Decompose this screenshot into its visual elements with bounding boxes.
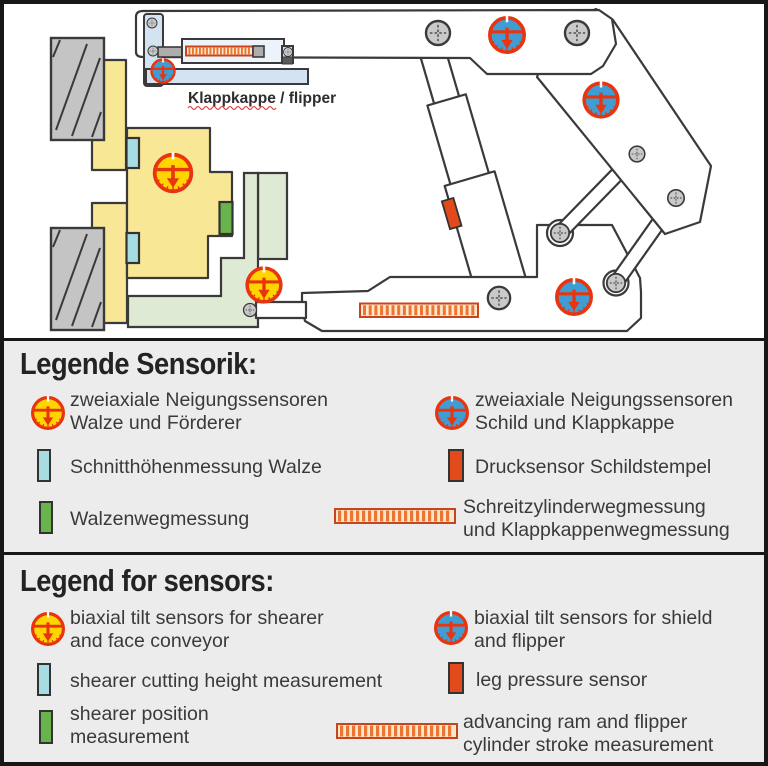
cutting-height-sensor-icon (37, 663, 51, 696)
flipper-plate (145, 68, 309, 85)
face-conveyor (126, 171, 260, 329)
flipper-end-block (282, 56, 293, 65)
legend-item: zweiaxiale Neigungssensoren Walze und Fö… (70, 389, 328, 434)
leg-pressure-sensor-icon (448, 449, 464, 482)
canopy-pivot-icon (424, 19, 452, 47)
legend-english: Legend for sensors: biaxial tilt sensors… (0, 552, 768, 766)
front-link-bottom-pivot-icon (549, 222, 571, 244)
spill-plate (256, 171, 289, 261)
shearer-position-sensor-icon (39, 710, 53, 744)
tilt-sensor-conveyor-icon (245, 264, 283, 304)
rear-link-top-pivot-icon (666, 188, 686, 208)
machine-diagram: Klappkappe / flipper (0, 0, 768, 338)
leg-pressure-sensor (440, 196, 463, 231)
flipper-stroke-sensor (185, 45, 254, 57)
leg-pressure-sensor-icon (448, 662, 464, 694)
legend-german-title: Legende Sensorik: (20, 346, 257, 381)
advancing-ram-stroke-sensor (359, 302, 479, 318)
legend-item: advancing ram and flipper cylinder strok… (463, 711, 714, 756)
base-pivot-icon (486, 285, 512, 311)
cutting-drum-top (49, 36, 106, 142)
canopy-pivot-2-icon (563, 19, 591, 47)
legend-item: Walzenwegmessung (70, 508, 250, 530)
legend-item: Drucksensor Schildstempel (475, 456, 712, 478)
tilt-sensor-shield-icon (582, 79, 620, 119)
flipper-bolt-top-icon (146, 17, 158, 29)
ram-stroke-sensor-icon (336, 723, 458, 739)
shearer-position-sensor (218, 200, 234, 236)
cutting-height-sensor-bottom (125, 231, 141, 265)
rear-link-bottom-pivot-icon (605, 272, 627, 294)
conveyor-bolt-icon (242, 302, 258, 318)
shearer-body (125, 126, 234, 280)
legend-german: Legende Sensorik: zweiaxiale Neigungssen… (0, 338, 768, 552)
flipper-bolt-end-icon (283, 47, 293, 57)
legend-item: Schreitzylinderwegmessung und Klappkappe… (463, 496, 730, 541)
legend-item: shearer cutting height measurement (70, 670, 383, 692)
tilt-sensor-shield-icon (433, 609, 469, 646)
legend-english-title: Legend for sensors: (20, 563, 274, 598)
legend-item: leg pressure sensor (476, 669, 648, 691)
spellcheck-squiggle (187, 105, 277, 111)
legend-item: biaxial tilt sensors for shearer and fac… (70, 607, 324, 652)
flipper-cylinder-rod (157, 46, 185, 58)
tilt-sensor-shearer-icon (30, 610, 66, 647)
ram-stroke-sensor-icon (334, 508, 456, 524)
cutting-height-sensor-top (125, 136, 141, 170)
tilt-sensor-shearer-icon (152, 150, 194, 194)
front-link-top-pivot-icon (628, 145, 646, 163)
tilt-sensor-shield-icon (434, 394, 470, 431)
shield-leg-cylinder (416, 39, 528, 298)
tilt-sensor-base-icon (555, 275, 593, 316)
flipper-bolt-mid-icon (147, 45, 159, 57)
tilt-sensor-canopy-icon (488, 13, 526, 54)
flipper-label: Klappkappe / flipper (188, 90, 336, 107)
flipper-piston-block (252, 45, 265, 58)
cutting-height-sensor-icon (37, 449, 51, 482)
legend-item: biaxial tilt sensors for shield and flip… (474, 607, 713, 652)
tilt-sensor-flipper-icon (150, 56, 176, 84)
tilt-sensor-shearer-icon (30, 394, 66, 431)
legend-item: zweiaxiale Neigungssensoren Schild und K… (475, 389, 733, 434)
shearer-position-sensor-icon (39, 501, 53, 534)
legend-item: shearer position measurement (70, 703, 209, 748)
relay-bar (254, 300, 308, 320)
cutting-drum-bottom (49, 226, 106, 332)
legend-item: Schnitthöhenmessung Walze (70, 456, 322, 478)
